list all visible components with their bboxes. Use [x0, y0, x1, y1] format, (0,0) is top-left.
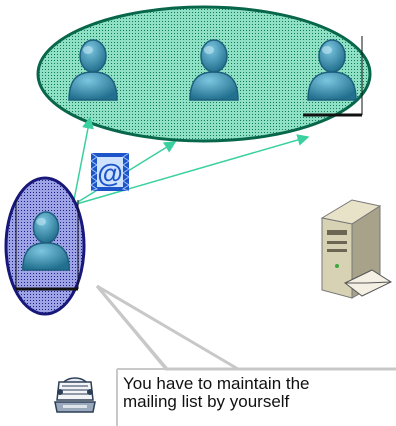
rolodex-icon [54, 377, 96, 413]
callout-bubble [95, 284, 396, 426]
at-sign-email-icon: @ [90, 152, 130, 192]
svg-text:@: @ [97, 158, 122, 188]
recipient-person-icon [303, 36, 363, 117]
callout-line-2: mailing list by yourself [123, 392, 290, 411]
callout-line-1: You have to maintain the [123, 374, 310, 393]
sender-person-icon [15, 200, 79, 291]
callout-text: You have to maintain the mailing list by… [123, 375, 393, 411]
mail-server-icon [320, 199, 393, 299]
